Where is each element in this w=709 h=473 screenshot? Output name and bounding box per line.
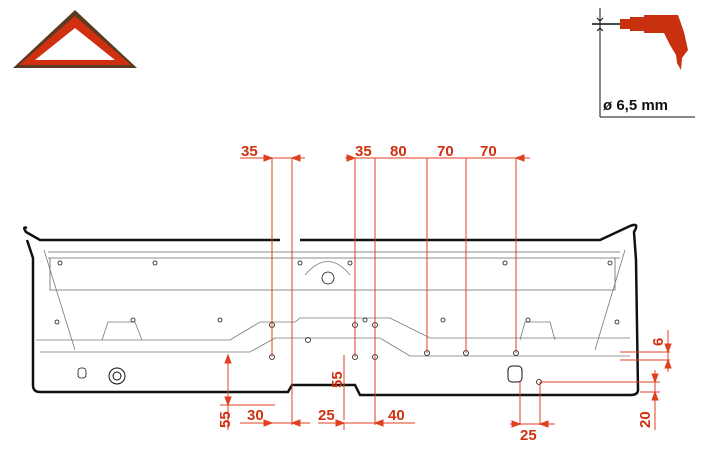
- dim-top-35-b: 35: [355, 143, 372, 160]
- dim-30: 30: [247, 407, 264, 424]
- drill-diameter-label: ø 6,5 mm: [603, 97, 668, 114]
- dim-25-center: 25: [318, 407, 335, 424]
- dim-top-35-a: 35: [241, 143, 258, 160]
- dim-right-20: 20: [637, 411, 654, 428]
- dim-40: 40: [388, 407, 405, 424]
- drill-icon: [592, 8, 695, 118]
- dim-center-55: 55: [329, 371, 346, 388]
- dim-top-70-b: 70: [480, 143, 497, 160]
- dim-top-70-a: 70: [437, 143, 454, 160]
- dimension-lines: [220, 154, 672, 430]
- dim-left-55: 55: [217, 411, 234, 428]
- dim-top-80: 80: [390, 143, 407, 160]
- panel-outline: [23, 223, 640, 397]
- dim-right-6: 6: [650, 338, 667, 346]
- dim-right-25: 25: [520, 427, 537, 444]
- warning-triangle-icon: [13, 10, 137, 68]
